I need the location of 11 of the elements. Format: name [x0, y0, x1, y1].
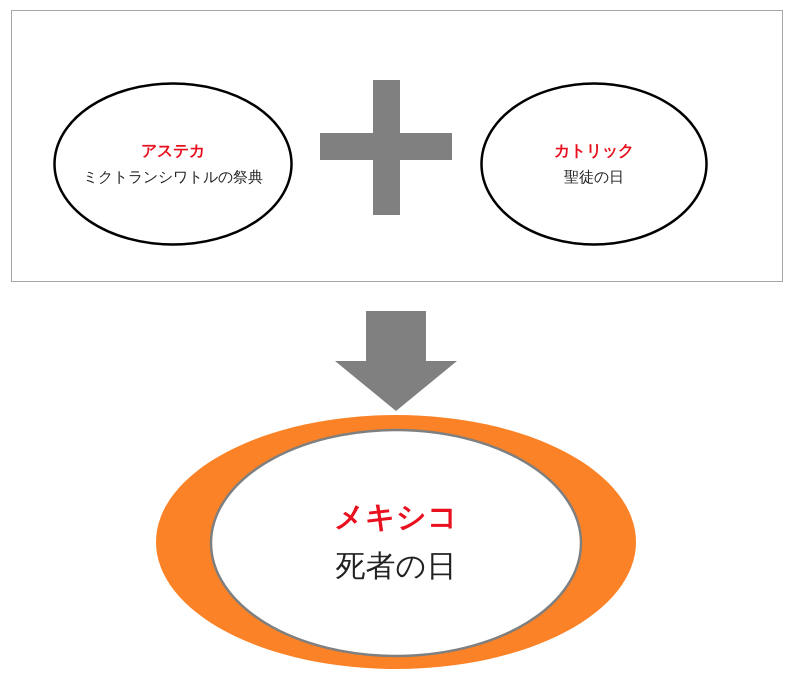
heading-text: カトリック	[554, 141, 634, 162]
heading-text: メキシコ	[334, 499, 458, 537]
ellipse	[53, 82, 293, 246]
block-arrow	[335, 311, 457, 411]
ellipse	[480, 82, 708, 246]
body-text: 死者の日	[336, 548, 456, 586]
panel-box	[11, 10, 783, 282]
body-text: 聖徒の日	[564, 168, 624, 187]
heading-text: アステカ	[141, 141, 205, 162]
body-text: ミクトランシワトルの祭典	[83, 168, 263, 187]
ring-ellipse	[156, 415, 636, 669]
